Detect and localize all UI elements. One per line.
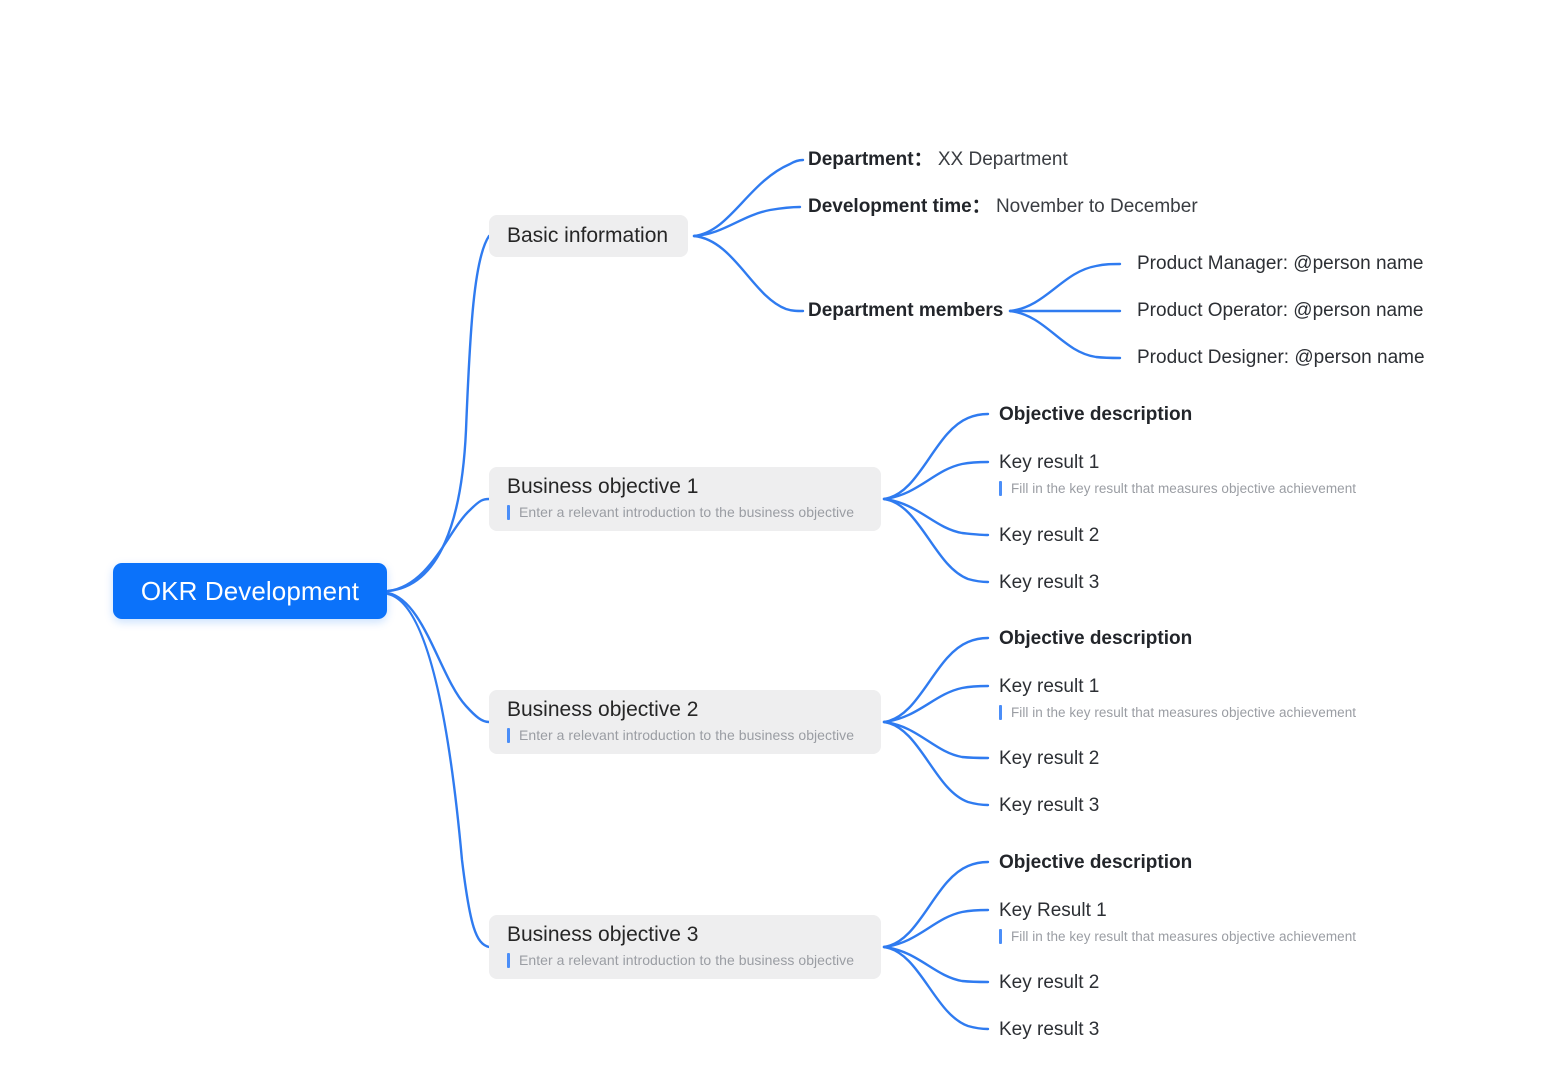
business-objective-3-title: Business objective 3 — [507, 923, 699, 946]
edge-basic-development-time — [692, 205, 802, 238]
edge-root-objective-1 — [386, 497, 491, 593]
leaf-objective-2-key-result-1[interactable]: Key result 1 Fill in the key result that… — [999, 675, 1356, 720]
department-key: Department — [808, 149, 914, 170]
objective-3-key-result-1-note: Fill in the key result that measures obj… — [999, 929, 1356, 944]
leaf-objective-3-key-result-1[interactable]: Key Result 1 Fill in the key result that… — [999, 899, 1356, 944]
edge-members-manager — [1008, 262, 1122, 313]
leaf-objective-3-description[interactable]: Objective description — [999, 852, 1193, 873]
leaf-objective-3-key-result-2[interactable]: Key result 2 — [999, 972, 1100, 993]
development-time-value: November to December — [995, 196, 1198, 217]
node-business-objective-1[interactable]: Business objective 1 Enter a relevant in… — [489, 467, 881, 531]
business-objective-1-title: Business objective 1 — [507, 475, 699, 498]
leaf-development-time[interactable]: Development time： November to December — [808, 195, 1198, 219]
objective-3-key-result-1-label: Key Result 1 — [999, 900, 1107, 921]
objective-1-key-result-1-note-text: Fill in the key result that measures obj… — [1011, 481, 1357, 496]
edge-objective3-description — [882, 860, 990, 949]
edge-root-objective-3 — [386, 592, 491, 949]
edge-objective2-kr3 — [882, 720, 990, 807]
edge-objective2-kr2 — [882, 720, 990, 760]
root-node-label: OKR Development — [140, 575, 360, 606]
business-objective-1-note: Enter a relevant introduction to the bus… — [507, 504, 881, 520]
objective-1-key-result-1-note: Fill in the key result that measures obj… — [999, 481, 1356, 496]
business-objective-2-title: Business objective 2 — [507, 698, 699, 721]
note-bar-icon — [999, 481, 1002, 496]
leaf-department-members[interactable]: Department members — [808, 300, 1004, 321]
node-business-objective-3[interactable]: Business objective 3 Enter a relevant in… — [489, 915, 881, 979]
leaf-member-product-manager[interactable]: Product Manager: @person name — [1137, 253, 1424, 274]
edge-objective1-kr2 — [882, 497, 990, 537]
leaf-member-product-designer[interactable]: Product Designer: @person name — [1137, 347, 1425, 368]
business-objective-2-note: Enter a relevant introduction to the bus… — [507, 727, 881, 743]
edge-root-basic-information — [386, 234, 491, 593]
objective-1-key-result-1-label: Key result 1 — [999, 452, 1100, 473]
development-time-key: Development time — [808, 196, 972, 217]
edge-objective2-kr1 — [882, 684, 990, 724]
note-bar-icon — [507, 727, 510, 743]
leaf-member-product-operator[interactable]: Product Operator: @person name — [1137, 300, 1424, 321]
leaf-objective-2-key-result-2[interactable]: Key result 2 — [999, 748, 1100, 769]
edge-objective2-description — [882, 636, 990, 724]
business-objective-1-note-text: Enter a relevant introduction to the bus… — [519, 504, 855, 520]
objective-2-key-result-1-label: Key result 1 — [999, 676, 1100, 697]
leaf-objective-2-key-result-3[interactable]: Key result 3 — [999, 795, 1100, 816]
edge-objective1-description — [882, 412, 990, 501]
development-time-separator: ： — [971, 196, 991, 217]
note-bar-icon — [507, 504, 510, 520]
objective-2-key-result-1-note: Fill in the key result that measures obj… — [999, 705, 1356, 720]
leaf-objective-1-description[interactable]: Objective description — [999, 404, 1193, 425]
business-objective-3-note-text: Enter a relevant introduction to the bus… — [519, 952, 855, 968]
note-bar-icon — [999, 705, 1002, 720]
department-separator: ： — [913, 149, 933, 170]
leaf-department[interactable]: Department： XX Department — [808, 148, 1068, 172]
business-objective-2-note-text: Enter a relevant introduction to the bus… — [519, 727, 855, 743]
edge-basic-department — [692, 158, 805, 238]
root-node[interactable]: OKR Development — [113, 563, 387, 619]
edge-objective1-kr1 — [882, 460, 990, 501]
basic-information-title: Basic information — [507, 224, 669, 247]
edge-objective3-kr3 — [882, 945, 990, 1031]
edge-basic-department-members — [692, 234, 805, 313]
leaf-objective-3-key-result-3[interactable]: Key result 3 — [999, 1019, 1100, 1040]
node-basic-information[interactable]: Basic information — [489, 215, 688, 257]
department-value: XX Department — [937, 149, 1068, 170]
leaf-objective-1-key-result-3[interactable]: Key result 3 — [999, 572, 1100, 593]
business-objective-3-note: Enter a relevant introduction to the bus… — [507, 952, 881, 968]
edge-objective1-kr3 — [882, 497, 990, 584]
objective-2-key-result-1-note-text: Fill in the key result that measures obj… — [1011, 705, 1357, 720]
note-bar-icon — [999, 929, 1002, 944]
objective-3-key-result-1-note-text: Fill in the key result that measures obj… — [1011, 929, 1357, 944]
leaf-objective-1-key-result-1[interactable]: Key result 1 Fill in the key result that… — [999, 451, 1356, 496]
node-business-objective-2[interactable]: Business objective 2 Enter a relevant in… — [489, 690, 881, 754]
edge-objective3-kr1 — [882, 908, 990, 949]
edge-objective3-kr2 — [882, 945, 990, 984]
edge-root-objective-2 — [386, 591, 491, 724]
leaf-objective-1-key-result-2[interactable]: Key result 2 — [999, 525, 1100, 546]
leaf-objective-2-description[interactable]: Objective description — [999, 628, 1193, 649]
edge-members-designer — [1008, 309, 1122, 360]
note-bar-icon — [507, 952, 510, 968]
